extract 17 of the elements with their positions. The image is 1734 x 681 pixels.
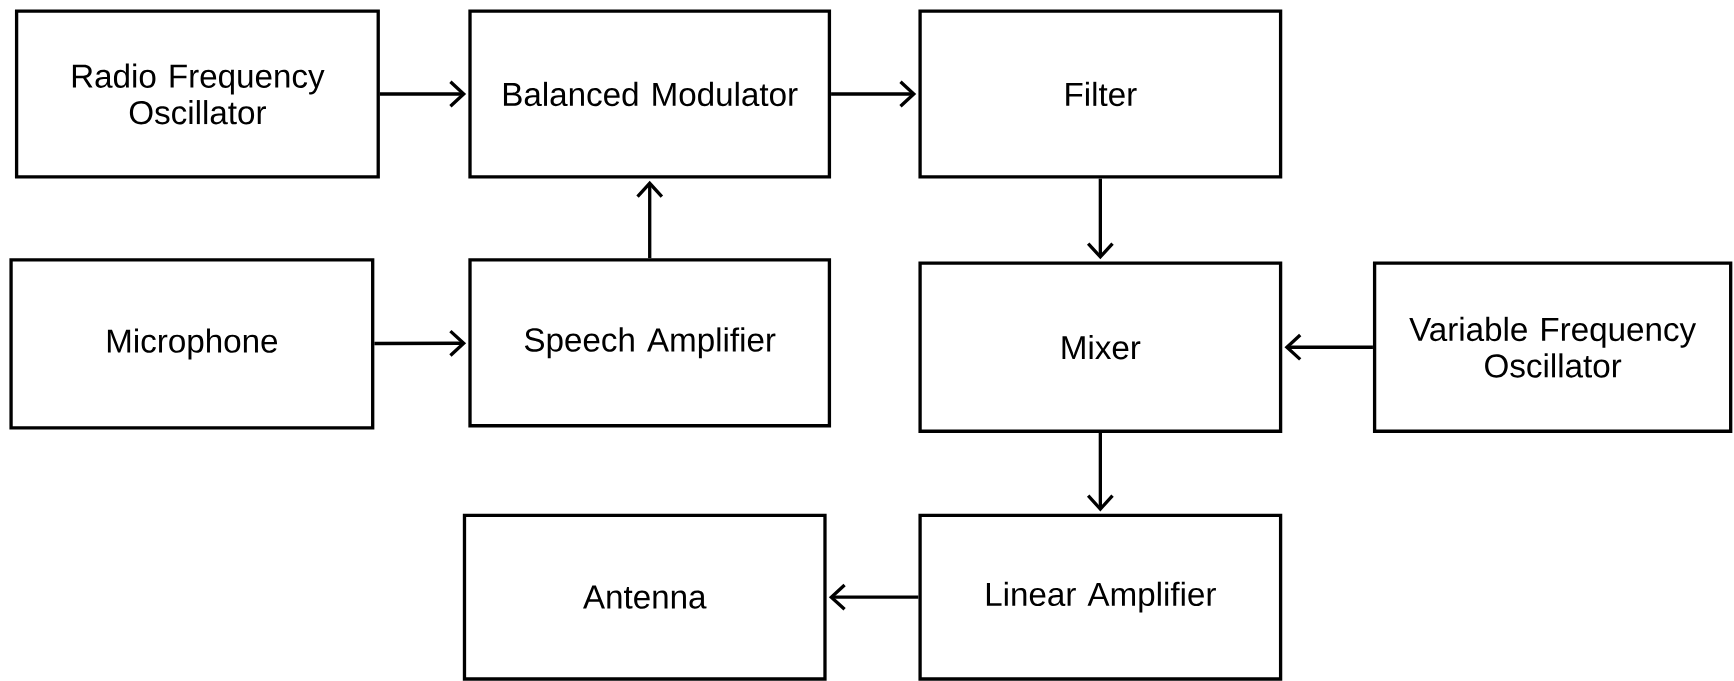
arrow — [379, 80, 467, 108]
arrow — [374, 329, 467, 357]
block-box: Filter — [918, 9, 1283, 179]
block-box: Balanced Modulator — [468, 9, 832, 179]
block-box: Speech Amplifier — [468, 258, 832, 428]
block-box: Mixer — [918, 261, 1283, 433]
arrow — [1086, 178, 1114, 260]
block-box: Radio Frequency Oscillator — [14, 9, 380, 179]
arrow — [828, 583, 919, 611]
arrow — [1086, 432, 1114, 512]
block-box: Microphone — [9, 258, 375, 430]
block-box: Linear Amplifier — [918, 513, 1283, 681]
arrow — [1284, 333, 1373, 361]
arrow — [636, 180, 664, 259]
block-box: Antenna — [462, 513, 827, 681]
block-box: Variable Frequency Oscillator — [1372, 261, 1733, 433]
arrow — [831, 80, 917, 108]
